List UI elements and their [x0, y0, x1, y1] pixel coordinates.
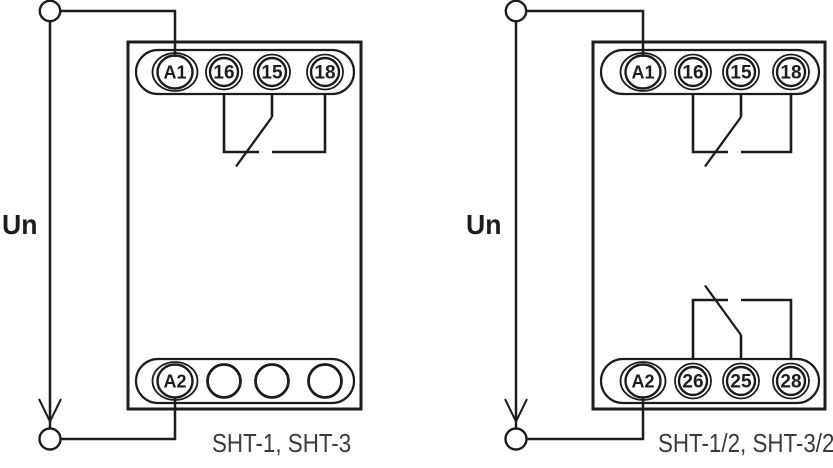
right-bottom-changeover-contact [691, 284, 793, 358]
left-supply-wire-bottom [59, 397, 177, 441]
right-terminal-18: 18 [772, 53, 810, 91]
right-terminal-15-label: 15 [730, 63, 752, 84]
left-bottom-terminal-strip [134, 357, 356, 405]
left-device-caption: SHT-1, SHT-3 [212, 428, 352, 458]
right-top-contact-no-stub [741, 94, 793, 154]
right-top-terminal-strip [599, 48, 821, 96]
left-changeover-contact [222, 94, 327, 168]
right-terminal-26-label: 26 [682, 372, 703, 393]
left-contact-no-stub [272, 94, 327, 154]
left-supply-node-top [38, 0, 62, 23]
right-terminal-18-label: 18 [780, 63, 801, 84]
right-diagram: A1 16 15 18 [504, 0, 827, 451]
right-top-contact-blade [704, 116, 742, 168]
left-diagram: A1 16 15 18 [38, 0, 363, 451]
left-terminal-16: 16 [205, 53, 243, 91]
left-unused-terminal-3 [307, 363, 343, 399]
right-terminal-28: 28 [772, 362, 810, 400]
right-terminal-16-label: 16 [682, 63, 703, 84]
left-terminal-18-label: 18 [314, 63, 335, 84]
left-bottom-terminal-block: A2 [134, 357, 356, 405]
right-supply-node-bottom [504, 427, 528, 451]
left-terminal-15-label: 15 [261, 63, 283, 84]
right-supply-node-top [504, 0, 528, 23]
left-voltage-label: Un [2, 209, 38, 240]
right-bottom-contact-blade [704, 284, 742, 336]
right-terminal-a1-label: A1 [631, 63, 654, 83]
right-terminal-26: 26 [674, 362, 712, 400]
left-device-body [126, 40, 363, 411]
right-supply-wire-bottom [525, 397, 645, 441]
left-terminal-18: 18 [306, 53, 344, 91]
left-terminal-a2-label: A2 [163, 372, 186, 392]
right-terminal-28-label: 28 [780, 372, 801, 393]
right-current-arrow-icon [504, 398, 528, 422]
right-terminal-a1: A1 [619, 52, 667, 92]
right-top-terminal-block: A1 16 15 18 [599, 48, 821, 96]
right-terminal-15: 15 [722, 53, 760, 91]
right-bottom-terminal-strip [599, 357, 821, 405]
left-terminal-15: 15 [253, 53, 291, 91]
left-terminal-a2: A2 [151, 361, 199, 401]
left-contact-blade [235, 116, 273, 168]
left-supply-node-bottom [38, 427, 62, 451]
left-top-terminal-block: A1 16 15 18 [134, 48, 356, 96]
left-terminal-a1: A1 [151, 52, 199, 92]
left-top-terminal-strip [134, 48, 356, 96]
left-supply-wires [38, 0, 177, 451]
right-device-body [591, 40, 827, 411]
right-terminal-25: 25 [722, 362, 760, 400]
left-unused-terminal-1 [206, 363, 242, 399]
right-device-caption: SHT-1/2, SHT-3/2 [658, 428, 833, 458]
right-terminal-a2: A2 [619, 361, 667, 401]
right-bottom-contact-no-stub [741, 298, 793, 358]
right-top-changeover-contact [691, 94, 793, 168]
right-bottom-terminal-block: A2 26 25 28 [599, 357, 821, 405]
right-voltage-label: Un [466, 209, 502, 240]
left-unused-terminal-2 [254, 363, 290, 399]
left-current-arrow-icon [38, 398, 62, 422]
right-terminal-25-label: 25 [730, 372, 752, 393]
left-terminal-16-label: 16 [213, 63, 234, 84]
left-terminal-a1-label: A1 [163, 63, 186, 83]
right-terminal-16: 16 [674, 53, 712, 91]
right-terminal-a2-label: A2 [631, 372, 654, 392]
right-supply-wires [504, 0, 645, 451]
